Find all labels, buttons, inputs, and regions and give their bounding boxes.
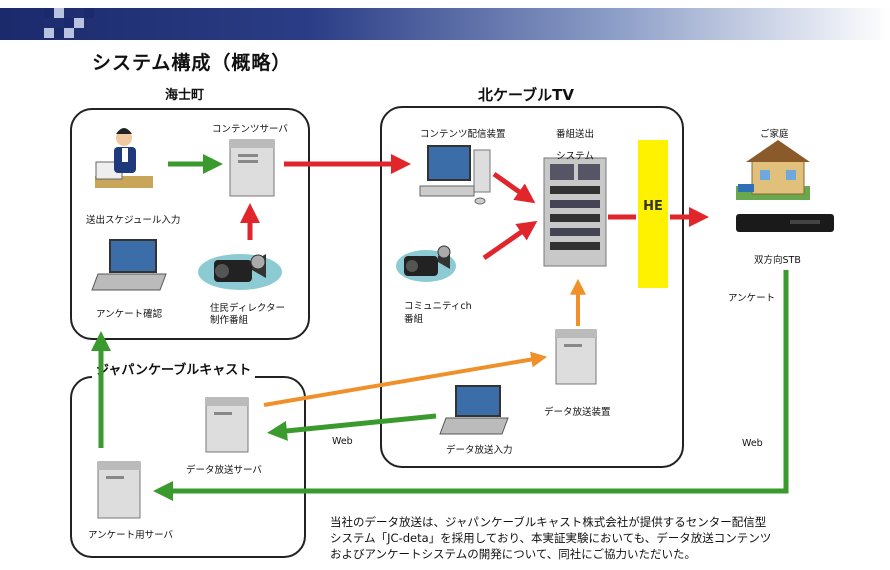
group-label-kita-cable: 北ケーブルTV	[478, 86, 574, 104]
edge-label-web-left: Web	[332, 436, 353, 447]
label-data-broadcast-device: データ放送装置	[544, 407, 611, 418]
label-contents-server: コンテンツサーバ	[212, 124, 288, 135]
contents-server-icon	[229, 139, 275, 197]
person-at-desk-icon	[95, 128, 153, 188]
page-title: システム構成（概略）	[92, 52, 292, 74]
header-band	[0, 8, 890, 40]
label-data-broadcast-server: データ放送サーバ	[186, 465, 262, 476]
label-broadcast-system-line1: 番組送出	[556, 129, 595, 140]
broadcast-rack-icon	[543, 157, 607, 267]
label-data-broadcast-input: データ放送入力	[446, 445, 513, 456]
label-broadcast-system-line2: システム	[556, 151, 594, 162]
survey-server-icon	[97, 461, 141, 519]
camera-icon-resident	[198, 254, 282, 290]
amacho-box	[70, 108, 310, 340]
he-label: HE	[643, 199, 663, 214]
label-survey-check: アンケート確認	[96, 309, 163, 320]
label-community-program-line1: コミュニティch	[404, 301, 472, 312]
red-arrows	[240, 154, 709, 261]
label-resident-program: 住民ディレクター 制作番組	[210, 303, 285, 327]
head-end-bar: HE	[638, 140, 668, 288]
kita-cable-box	[380, 106, 684, 468]
label-contents-delivery: コンテンツ配信装置	[420, 129, 506, 140]
label-broadcast-system: 番組送出 システム	[556, 124, 594, 168]
label-home: ご家庭	[760, 129, 789, 140]
note-line-2: システム「JC-deta」を採用しており、本実証実験においても、データ放送コンテ…	[330, 531, 772, 545]
label-community-program-line2: 番組	[404, 314, 424, 325]
data-broadcast-device-icon	[555, 329, 597, 385]
note-line-1: 当社のデータ放送は、ジャパンケーブルキャスト株式会社が提供するセンター配信型	[330, 515, 767, 529]
note-paragraph: 当社のデータ放送は、ジャパンケーブルキャスト株式会社が提供するセンター配信型 シ…	[330, 514, 850, 562]
desktop-pc-icon	[419, 145, 491, 205]
note-line-3: およびアンケートシステムの開発について、同社にご協力いただいた。	[330, 547, 697, 561]
data-broadcast-server-icon	[205, 397, 249, 453]
group-label-japan-cable: ジャパンケーブルキャスト	[92, 359, 256, 378]
label-community-program: コミュニティch 番組	[404, 300, 472, 326]
orange-arrows	[263, 278, 586, 407]
edge-label-web-right: Web	[742, 438, 763, 449]
edge-label-survey: アンケート	[728, 293, 776, 304]
stb-icon	[736, 214, 834, 232]
label-schedule-input: 送出スケジュール入力	[86, 215, 181, 226]
label-stb: 双方向STB	[754, 255, 801, 266]
laptop-icon-data-input	[439, 385, 509, 435]
label-survey-server: アンケート用サーバ	[88, 530, 174, 541]
laptop-icon-survey	[91, 239, 167, 291]
green-arrows	[91, 154, 789, 501]
group-label-amacho: 海士町	[165, 88, 205, 103]
camera-icon-community	[396, 245, 456, 282]
house-icon	[736, 140, 810, 200]
label-resident-program-line2: 制作番組	[210, 315, 249, 326]
label-resident-program-line1: 住民ディレクター	[210, 303, 285, 314]
